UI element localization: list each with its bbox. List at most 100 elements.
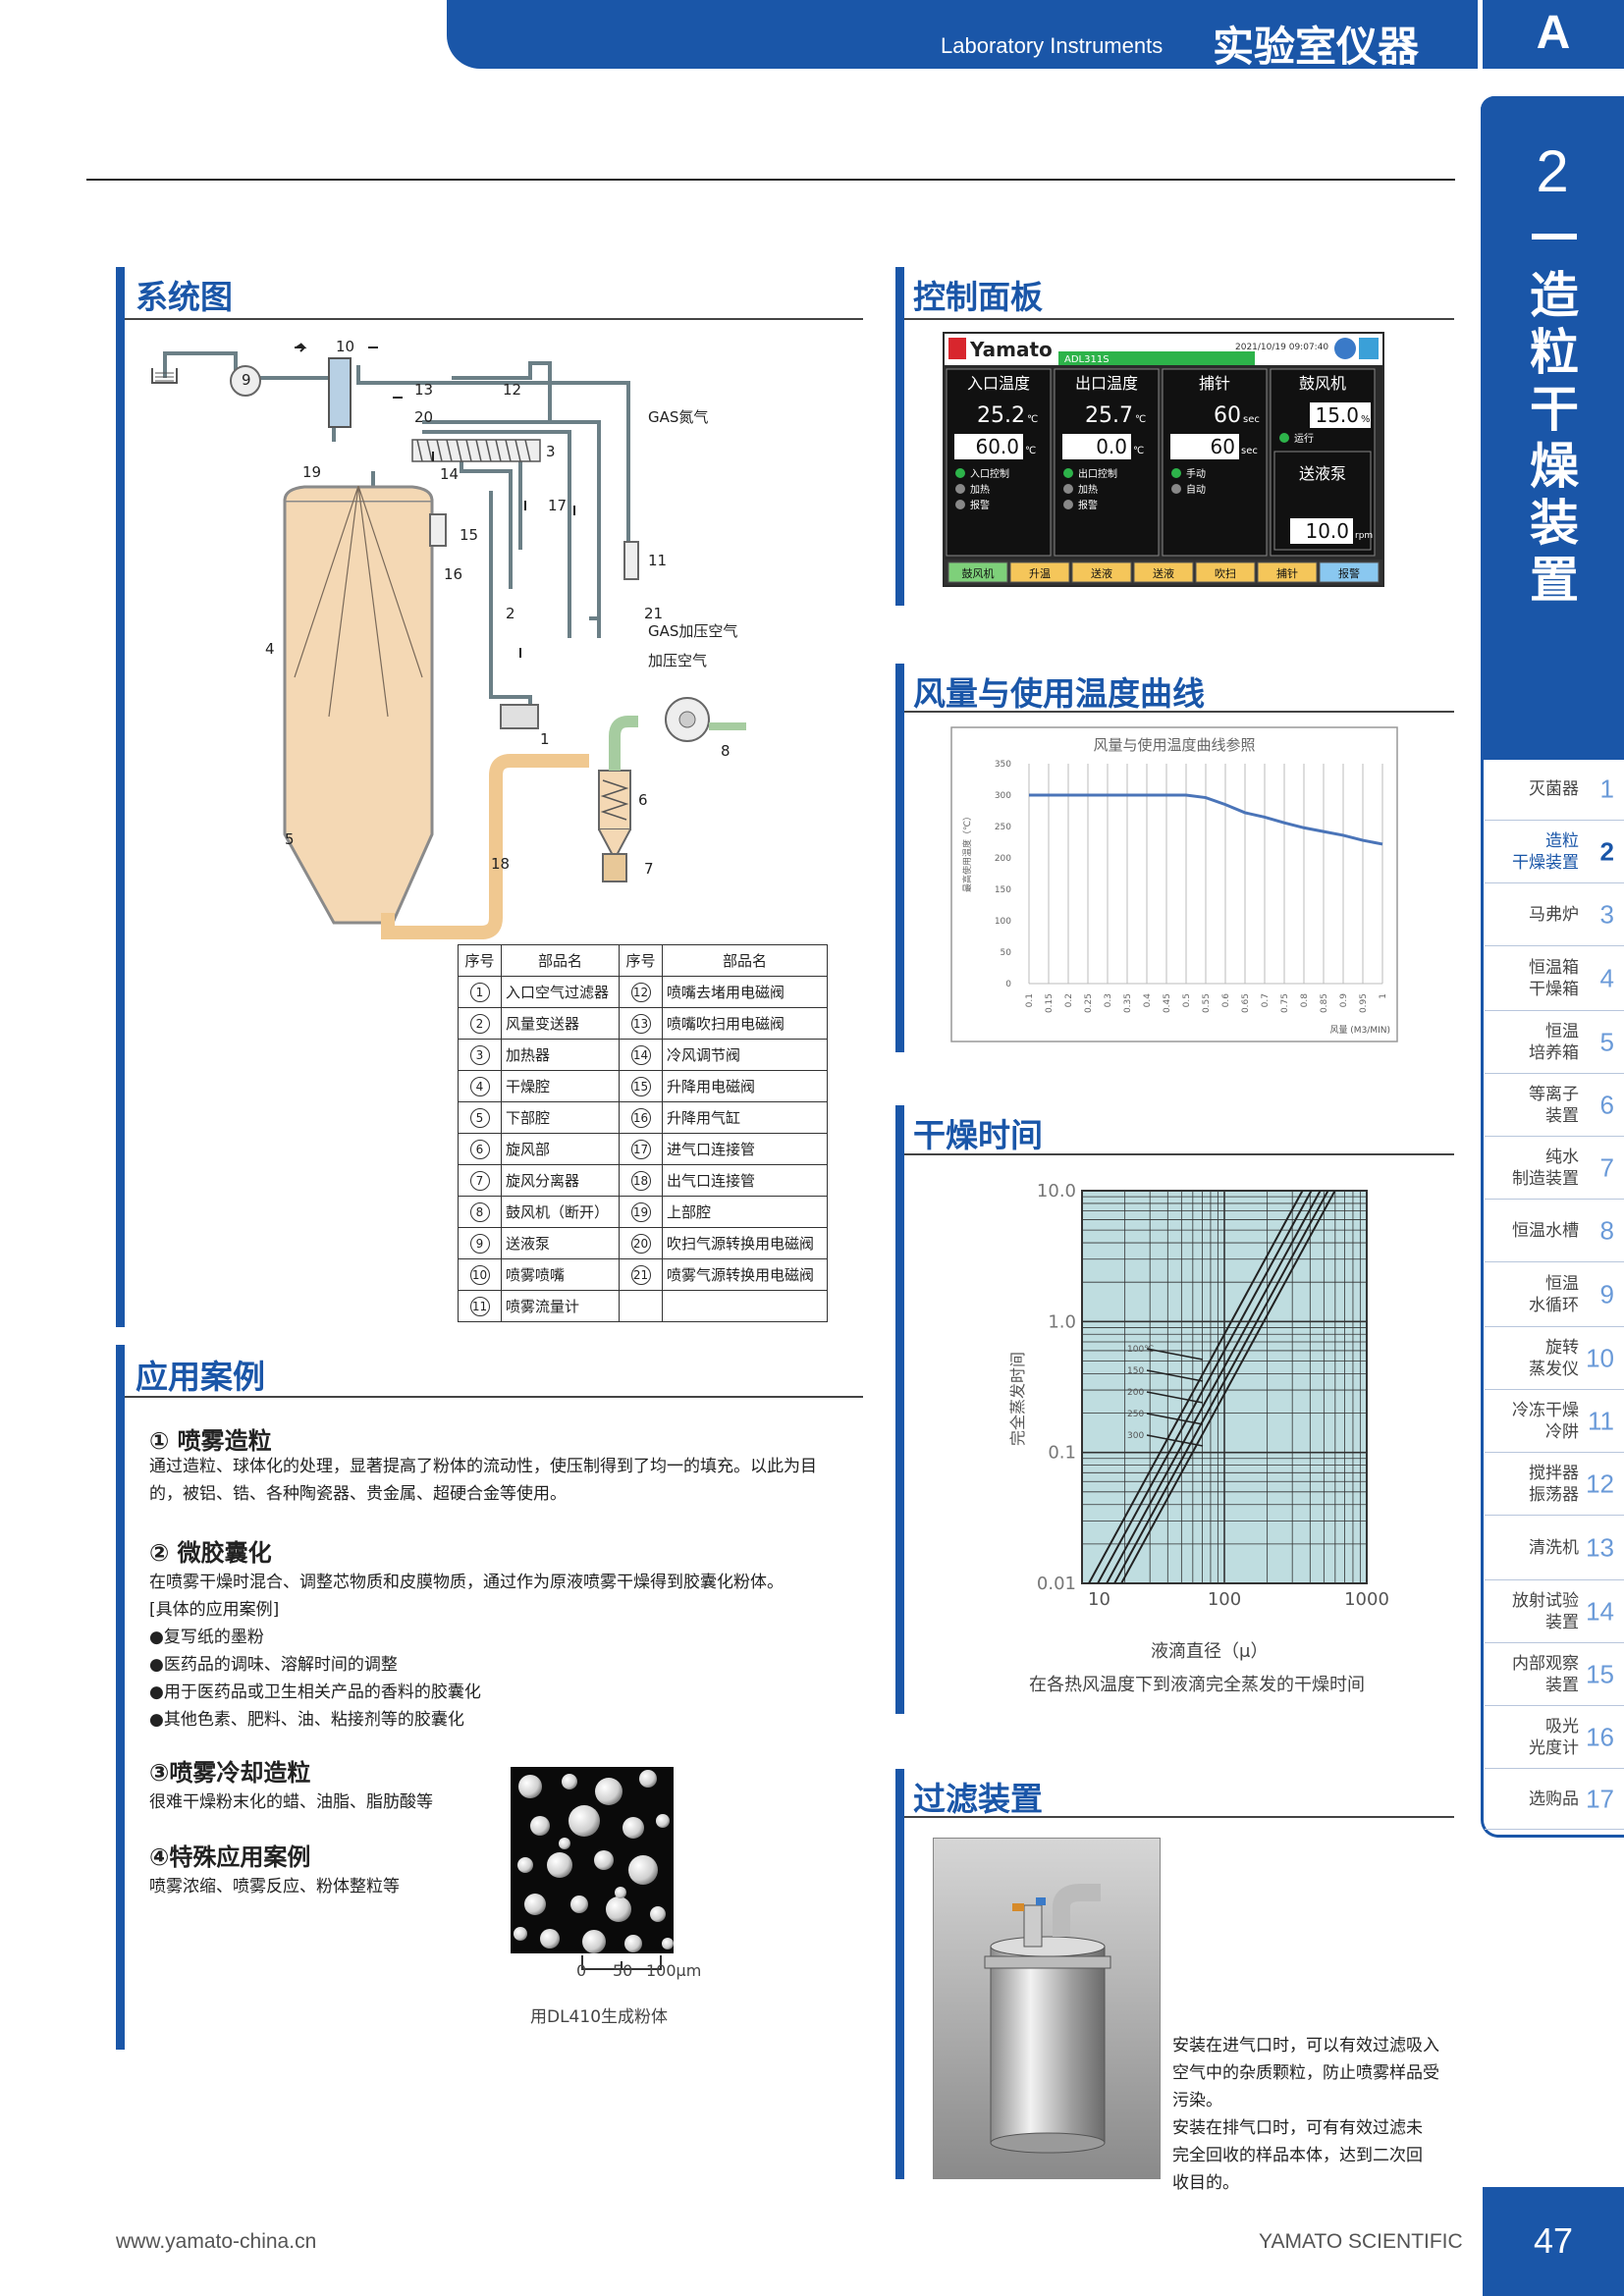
side-chapter-title: 造粒干燥装置 [1530,267,1579,609]
status-indicator-icon [955,500,965,509]
control-sp-input[interactable] [1170,434,1239,459]
header-band [447,0,1478,69]
control-button[interactable] [1071,561,1132,583]
part-number-cell: 12 [619,976,663,1008]
status-indicator-icon [1063,500,1073,509]
control-button[interactable] [1257,561,1318,583]
callout-20: 20 [414,408,433,426]
control-button-label: 送液 [1091,566,1112,580]
blower-value-input[interactable] [1310,402,1371,428]
control-section-line [904,318,1454,320]
airflow-section-bar [895,664,904,1052]
airflow-xtick-label: 0.35 [1123,993,1133,1013]
drying-section-title: 干燥时间 [913,1116,1043,1154]
filter-text-line: 安装在进气口时，可以有效过滤吸入 [1172,2036,1439,2056]
drying-series-label: 300 [1127,1431,1144,1441]
control-option-label: 报警 [1078,499,1098,511]
powder-photo [511,1767,674,1953]
airflow-chart-title: 风量与使用温度曲线参照 [1093,736,1255,754]
part-name-cell: 送液泵 [501,1227,620,1259]
control-button[interactable] [1133,561,1194,583]
powder-particle [624,1935,642,1952]
side-nav-number: 13 [1586,1532,1614,1562]
control-sp-unit: rpm [1355,531,1373,541]
part-number-cell: 18 [619,1164,663,1197]
part-name-cell: 升降用气缸 [662,1101,828,1134]
powder-photo-caption: 用DL410生成粉体 [530,2007,669,2027]
airflow-xtick-label: 0.5 [1182,993,1192,1007]
status-indicator-icon [955,484,965,494]
scale-label-0: 0 [576,1961,587,1980]
control-subpanel-title: 入口温度 [967,374,1030,393]
control-sp-input[interactable] [1062,434,1131,459]
header-rule [86,179,1455,181]
parts-header-no-1: 序号 [458,944,502,977]
control-sp-unit: ℃ [1025,446,1036,456]
part-number-cell: 16 [619,1101,663,1134]
control-option-label: 出口控制 [1078,467,1117,480]
status-indicator-icon [1063,468,1073,478]
part-number-cell: 8 [458,1196,502,1228]
control-sp-value: 60 [1211,435,1235,458]
control-sp-input[interactable] [954,434,1023,459]
control-option-label: 手动 [1186,467,1206,480]
control-button-label: 吹扫 [1215,567,1236,580]
control-button[interactable] [947,561,1008,583]
control-button[interactable] [1195,561,1256,583]
part-name-cell: 入口空气过滤器 [501,976,620,1008]
part-name-cell: 喷雾气源转换用电磁阀 [662,1258,828,1291]
powder-particle [524,1894,546,1915]
callout-2: 2 [506,605,515,622]
header-english-title: Laboratory Instruments [941,33,1164,58]
globe-icon[interactable] [1334,338,1356,359]
control-button[interactable] [1009,561,1070,583]
status-indicator-icon [1171,484,1181,494]
powder-particle [662,1938,674,1949]
spray-flowmeter [623,541,639,580]
callout-4: 4 [265,640,275,658]
drying-label-leader [1146,1413,1204,1425]
airflow-xtick-label: 0.8 [1300,993,1310,1008]
control-button[interactable] [1319,561,1380,583]
side-nav-label: 等离子装置 [1529,1084,1579,1126]
powder-particle [562,1774,577,1789]
drying-xtick-label: 10 [1088,1589,1110,1610]
status-indicator-icon [1171,468,1181,478]
powder-particle [530,1816,550,1836]
control-option-label: 自动 [1186,483,1206,496]
pump-value-input[interactable] [1290,518,1353,544]
case2-line: ●其他色素、肥料、油、粘接剂等的胶囊化 [149,1710,464,1730]
footer-url[interactable]: www.yamato-china.cn [116,2230,317,2253]
airflow-xtick-label: 0.2 [1064,993,1074,1007]
airflow-series-line [1029,793,1383,846]
airflow-xtick-label: 0.25 [1084,993,1094,1013]
page-number: 47 [1533,2220,1574,2261]
window-icon[interactable] [1359,338,1379,359]
airflow-ytick-label: 50 [1001,948,1012,958]
callout-9: 9 [242,371,251,389]
airflow-ytick-label: 150 [995,885,1011,895]
side-nav-label: 马弗炉 [1529,904,1579,925]
airflow-xtick-label: 0.1 [1025,993,1035,1007]
airflow-xtick-label: 0.95 [1359,993,1369,1013]
part-number-cell: 21 [619,1258,663,1291]
